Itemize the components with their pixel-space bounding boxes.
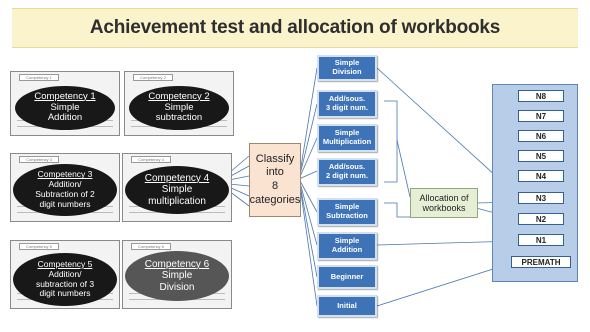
card-header: Competency 1 bbox=[19, 74, 59, 81]
category-line: Add/sous. bbox=[328, 94, 366, 104]
category-line: Simple bbox=[334, 236, 360, 246]
competency-line: Division bbox=[159, 281, 195, 293]
level-n2: N2 bbox=[518, 213, 564, 225]
competency-ellipse-1: Competency 1 Simple Addition bbox=[15, 86, 115, 130]
competency-line: subtraction of 3 bbox=[35, 278, 95, 289]
category-line: Division bbox=[332, 67, 362, 76]
card-header: Competency 2 bbox=[133, 74, 173, 81]
category-line: Simple bbox=[334, 128, 360, 138]
category-line: Initial bbox=[337, 300, 357, 310]
category-line: Addition bbox=[331, 245, 363, 254]
level-n1: N1 bbox=[518, 234, 564, 246]
competency-card-6: Competency 6 Competency 6 Simple Divisio… bbox=[122, 240, 232, 309]
category-initial: Initial bbox=[317, 295, 377, 317]
classify-line: Classify bbox=[255, 152, 295, 165]
level-n6: N6 bbox=[518, 130, 564, 142]
category-line: Simple bbox=[334, 58, 360, 68]
level-n7: N7 bbox=[518, 110, 564, 122]
classify-line: categories bbox=[249, 193, 301, 206]
competency-line: Simple bbox=[164, 101, 194, 113]
competency-name: Competency 3 bbox=[37, 169, 93, 180]
category-line: 2 digit num. bbox=[325, 171, 369, 180]
level-n5: N5 bbox=[518, 150, 564, 162]
classify-line: 8 bbox=[271, 180, 279, 192]
competency-name: Competency 5 bbox=[37, 258, 93, 269]
competency-ellipse-6: Competency 6 Simple Division bbox=[125, 251, 229, 301]
competency-card-1: Competency 1 Competency 1 Simple Additio… bbox=[10, 71, 120, 136]
card-header: Competency 5 bbox=[19, 243, 59, 250]
classify-box: Classify into 8 categories bbox=[249, 143, 301, 217]
competency-ellipse-3: Competency 3 Addition/ Subtraction of 2 … bbox=[13, 164, 117, 216]
level-n4: N4 bbox=[518, 170, 564, 182]
competency-name: Competency 4 bbox=[144, 172, 210, 184]
allocation-line: Allocation of bbox=[419, 192, 469, 203]
competency-line: digit numbers bbox=[39, 288, 91, 299]
category-add-sous-3-digit: Add/sous.3 digit num. bbox=[317, 90, 377, 118]
category-line: Add/sous. bbox=[328, 162, 366, 172]
level-premath: PREMATH bbox=[511, 256, 571, 268]
category-line: 3 digit num. bbox=[325, 103, 369, 112]
competency-card-2: Competency 2 Competency 2 Simple subtrac… bbox=[124, 71, 234, 136]
competency-line: subtraction bbox=[155, 112, 203, 124]
competency-card-4: Competency 4 Competency 4 Simple multipl… bbox=[122, 153, 232, 222]
competency-line: digit numbers bbox=[39, 198, 91, 209]
competency-line: Simple bbox=[50, 101, 80, 113]
level-n8: N8 bbox=[518, 90, 564, 102]
page-title: Achievement test and allocation of workb… bbox=[89, 17, 501, 38]
competency-line: Simple bbox=[161, 270, 193, 282]
competency-line: Addition/ bbox=[48, 268, 82, 279]
competency-line: Addition/ bbox=[48, 179, 82, 190]
competency-line: multiplication bbox=[148, 195, 206, 207]
allocation-box: Allocation of workbooks bbox=[410, 188, 478, 218]
category-line: Simple bbox=[334, 202, 360, 212]
competency-card-5: Competency 5 Competency 5 Addition/ subt… bbox=[10, 240, 120, 309]
category-line: Beginner bbox=[330, 271, 364, 281]
competency-line: Subtraction of 2 bbox=[35, 189, 95, 199]
competency-line: Simple bbox=[161, 184, 193, 196]
competency-ellipse-4: Competency 4 Simple multiplication bbox=[125, 166, 229, 214]
competency-ellipse-5: Competency 5 Addition/ subtraction of 3 … bbox=[13, 253, 117, 306]
category-line: Subtraction bbox=[326, 211, 368, 220]
category-add-sous-2-digit: Add/sous.2 digit num. bbox=[317, 158, 377, 186]
competency-name: Competency 6 bbox=[144, 258, 210, 270]
title-banner: Achievement test and allocation of workb… bbox=[12, 8, 578, 48]
card-header: Competency 6 bbox=[131, 243, 171, 250]
category-line: Multiplication bbox=[322, 137, 372, 146]
competency-card-3: Competency 3 Competency 3 Addition/ Subt… bbox=[10, 153, 120, 222]
category-beginner: Beginner bbox=[317, 265, 377, 289]
allocation-line: workbooks bbox=[422, 203, 466, 213]
card-header: Competency 4 bbox=[131, 156, 171, 163]
classify-line: into bbox=[266, 166, 284, 179]
competency-name: Competency 2 bbox=[148, 90, 210, 102]
competency-ellipse-2: Competency 2 Simple subtraction bbox=[129, 86, 229, 130]
competency-line: Addition bbox=[47, 112, 83, 124]
card-header: Competency 3 bbox=[19, 156, 59, 163]
level-n3: N3 bbox=[518, 192, 564, 204]
competency-name: Competency 1 bbox=[34, 90, 96, 102]
